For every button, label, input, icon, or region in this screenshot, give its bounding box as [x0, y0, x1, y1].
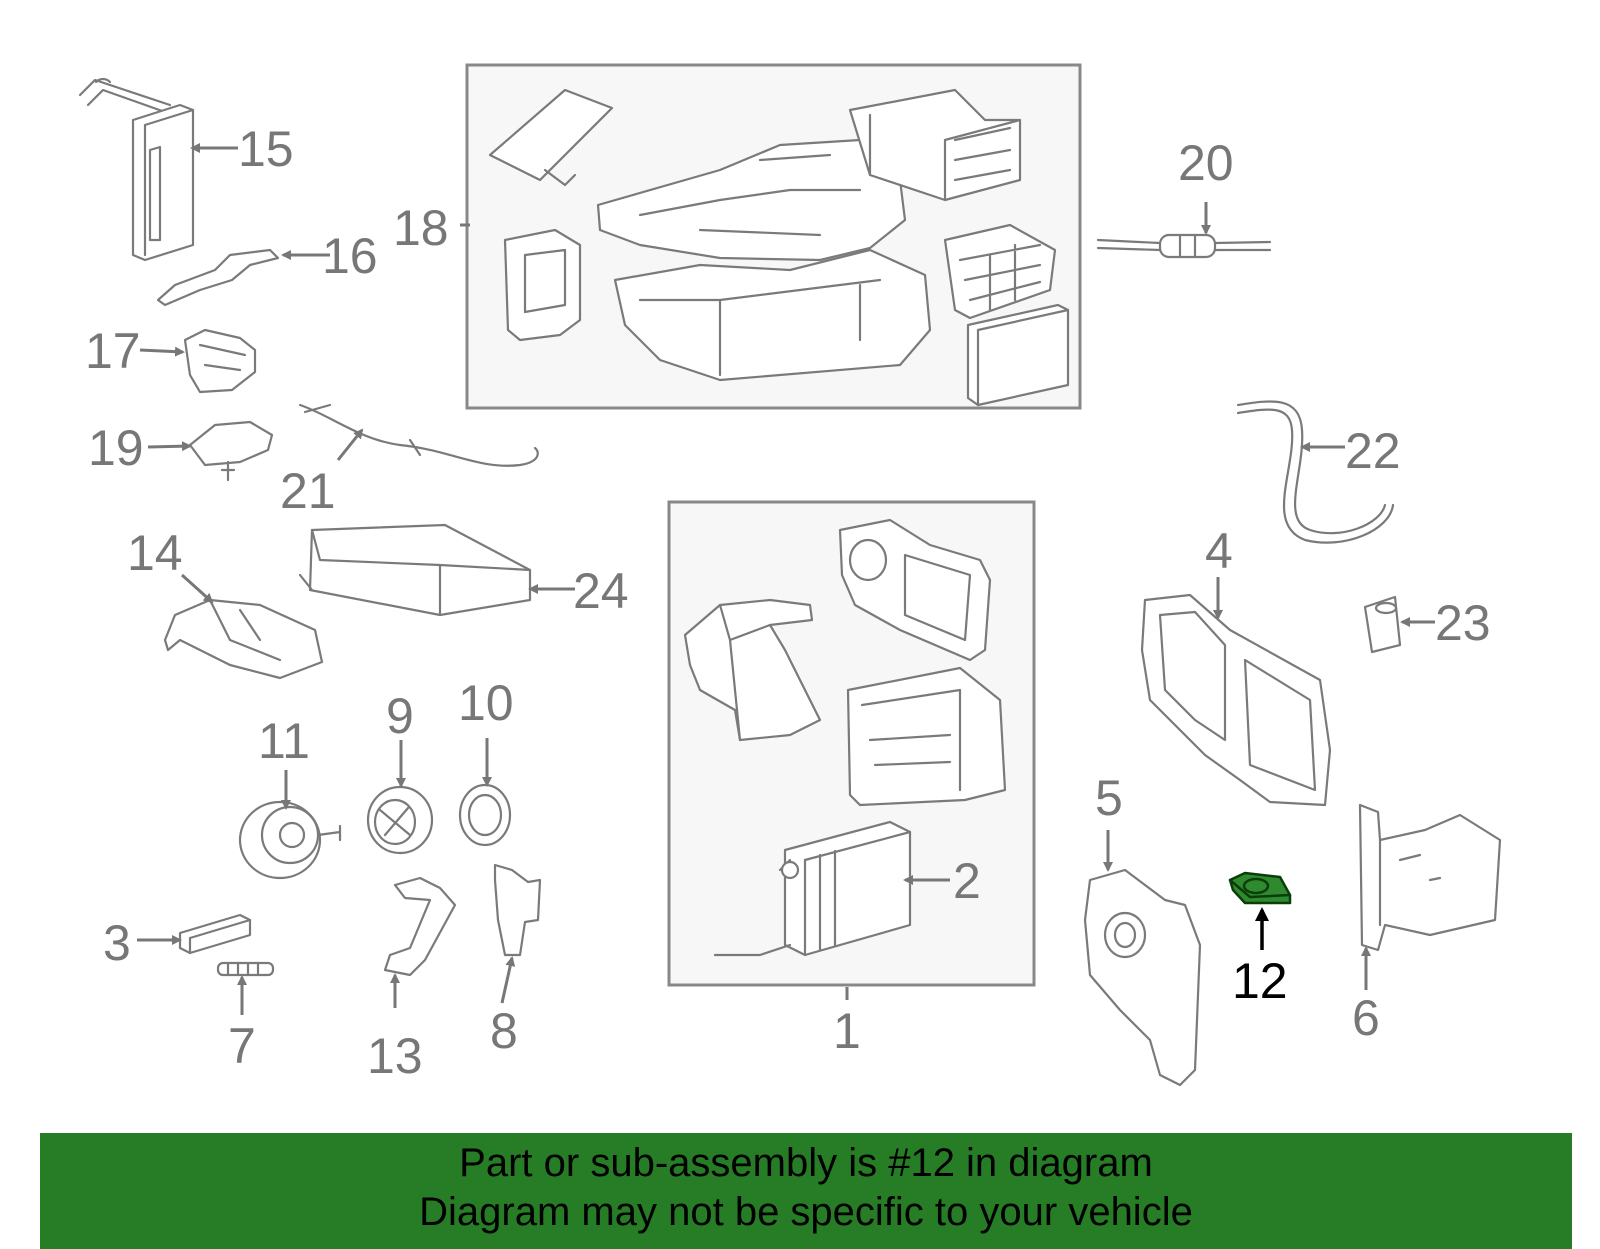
part-3-block[interactable]: [178, 913, 252, 955]
callout-17[interactable]: 17: [85, 323, 141, 379]
part-5-housing[interactable]: [1083, 868, 1202, 1087]
callout-2[interactable]: 2: [953, 853, 981, 909]
part-17-actuator[interactable]: [183, 328, 257, 394]
callout-18[interactable]: 18: [393, 200, 449, 256]
part-24-duct[interactable]: [298, 523, 532, 617]
part-14-duct[interactable]: [163, 598, 324, 680]
banner-line-2: Diagram may not be specific to your vehi…: [419, 1190, 1193, 1234]
callout-21[interactable]: 21: [280, 463, 336, 519]
callout-5[interactable]: 5: [1095, 770, 1123, 826]
callout-13[interactable]: 13: [367, 1028, 423, 1084]
part-12-highlighted[interactable]: [1228, 871, 1292, 905]
callout-16[interactable]: 16: [322, 228, 378, 284]
info-banner: Part or sub-assembly is #12 in diagram D…: [40, 1133, 1572, 1249]
callout-8[interactable]: 8: [490, 1003, 518, 1059]
part-10-seal[interactable]: [458, 783, 512, 847]
callout-11[interactable]: 11: [258, 713, 310, 769]
callout-20[interactable]: 20: [1178, 135, 1234, 191]
callout-9[interactable]: 9: [386, 688, 414, 744]
part-1-evaporator-assembly[interactable]: [683, 518, 1007, 957]
callout-labels: 15 16 17 19 21 14 24 18 20 22 4 23 11 9 …: [85, 121, 1491, 1084]
part-13-bracket[interactable]: [383, 876, 457, 977]
callout-10[interactable]: 10: [458, 675, 514, 731]
callout-7[interactable]: 7: [228, 1018, 256, 1074]
part-4-cover[interactable]: [1140, 593, 1332, 807]
part-20-valve[interactable]: [1096, 233, 1272, 259]
callout-23[interactable]: 23: [1435, 595, 1491, 651]
part-21-cable[interactable]: [298, 403, 539, 467]
part-15-heater-core[interactable]: [78, 77, 195, 262]
callout-22[interactable]: 22: [1345, 423, 1401, 479]
callout-12-highlighted[interactable]: 12: [1232, 953, 1288, 1009]
part-16-bracket[interactable]: [156, 248, 280, 307]
callout-4[interactable]: 4: [1205, 523, 1233, 579]
leader-lines: [137, 143, 1435, 1015]
part-18-case-assembly[interactable]: [488, 88, 1070, 407]
callout-6[interactable]: 6: [1352, 990, 1380, 1046]
banner-line-1: Part or sub-assembly is #12 in diagram: [459, 1141, 1153, 1185]
part-11-blower-motor[interactable]: [238, 800, 342, 880]
callout-15[interactable]: 15: [238, 121, 294, 177]
part-7-pin[interactable]: [216, 961, 275, 977]
callout-19[interactable]: 19: [88, 420, 144, 476]
callout-14[interactable]: 14: [127, 525, 183, 581]
part-23-clip[interactable]: [1363, 595, 1402, 654]
part-6-bracket[interactable]: [1358, 803, 1502, 952]
part-9-fan-wheel[interactable]: [366, 785, 434, 855]
callout-3[interactable]: 3: [103, 915, 131, 971]
part-19-actuator[interactable]: [188, 420, 274, 482]
part-8-bracket[interactable]: [493, 863, 542, 957]
part-22-hose[interactable]: [1236, 400, 1395, 544]
callout-1[interactable]: 1: [833, 1003, 861, 1059]
callout-24[interactable]: 24: [573, 563, 629, 619]
